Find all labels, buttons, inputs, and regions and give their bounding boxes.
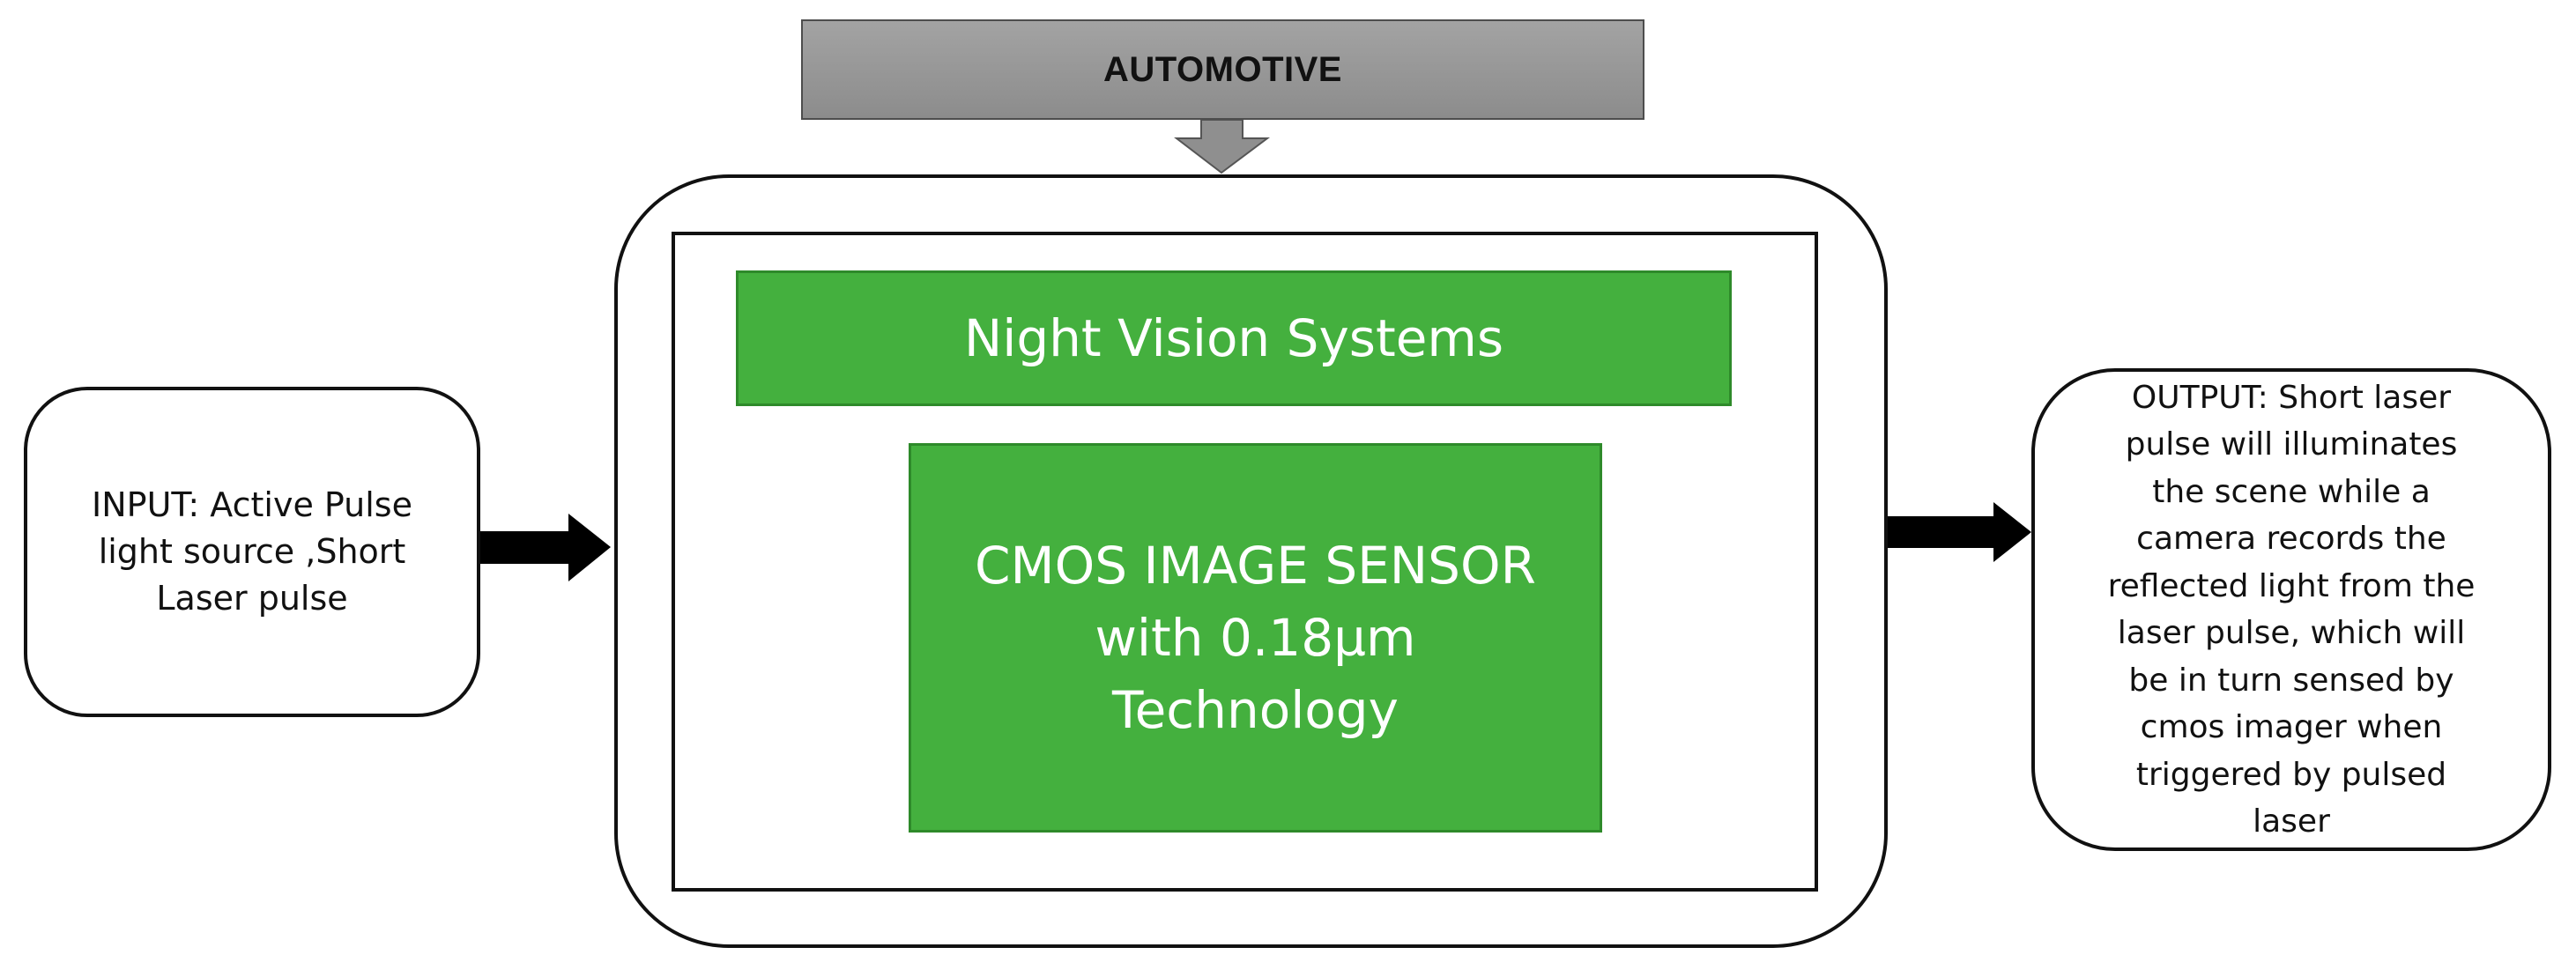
input-box: INPUT: Active Pulse light source ,Short … [24,387,480,717]
output-box: OUTPUT: Short laser pulse will illuminat… [2031,368,2551,851]
automotive-banner: AUTOMOTIVE [801,19,1644,120]
night-vision-systems-box: Night Vision Systems [736,270,1732,406]
cmos-image-sensor-label: CMOS IMAGE SENSOR with 0.18µm Technology [975,536,1536,740]
input-label: INPUT: Active Pulse light source ,Short … [92,485,412,618]
automotive-down-arrow [1174,119,1270,174]
input-to-system-arrow [480,514,611,581]
automotive-label: AUTOMOTIVE [1103,49,1342,89]
cmos-image-sensor-box: CMOS IMAGE SENSOR with 0.18µm Technology [909,443,1602,833]
night-vision-systems-label: Night Vision Systems [963,308,1504,368]
system-to-output-arrow [1880,502,2031,562]
output-label: OUTPUT: Short laser pulse will illuminat… [2107,379,2476,840]
